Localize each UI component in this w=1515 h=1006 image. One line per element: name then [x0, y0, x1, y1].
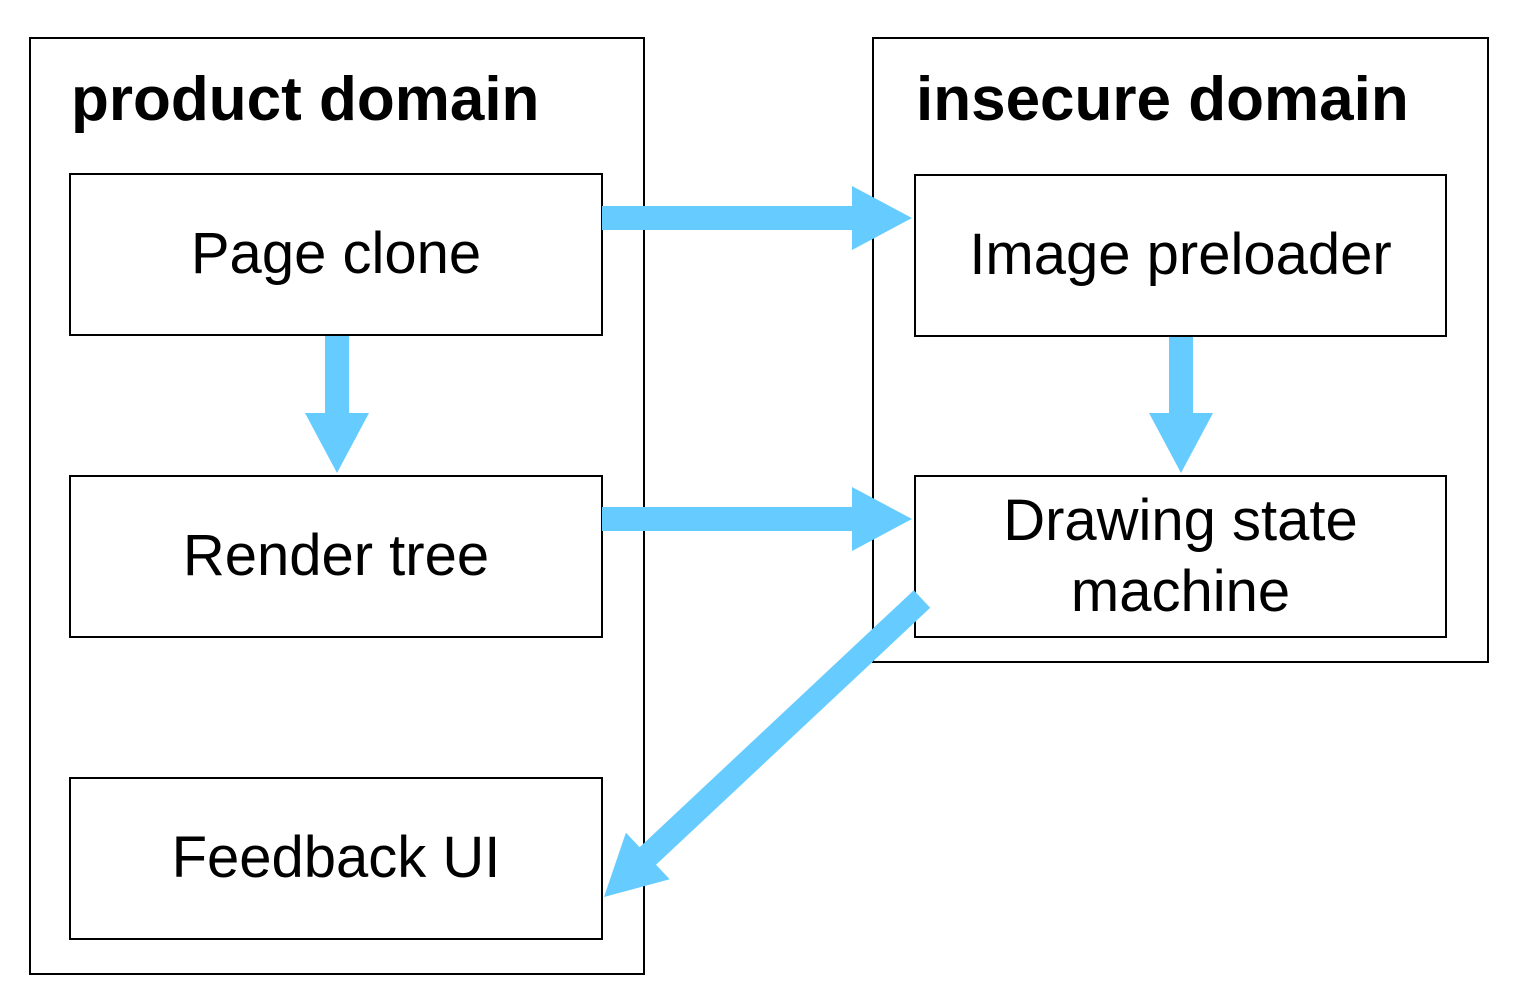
arrow-page-clone-to-image-preloader: [602, 186, 912, 250]
product-domain-title: product domain: [71, 65, 540, 134]
feedback-ui-node: Feedback UI: [69, 777, 603, 940]
image-preloader-node: Image preloader: [914, 174, 1447, 337]
page-clone-node: Page clone: [69, 173, 603, 336]
render-tree-node: Render tree: [69, 475, 603, 638]
insecure-domain-title: insecure domain: [916, 65, 1409, 134]
arrow-render-tree-to-drawing-state-machine: [602, 487, 912, 551]
drawing-state-machine-node: Drawing state machine: [914, 475, 1447, 638]
